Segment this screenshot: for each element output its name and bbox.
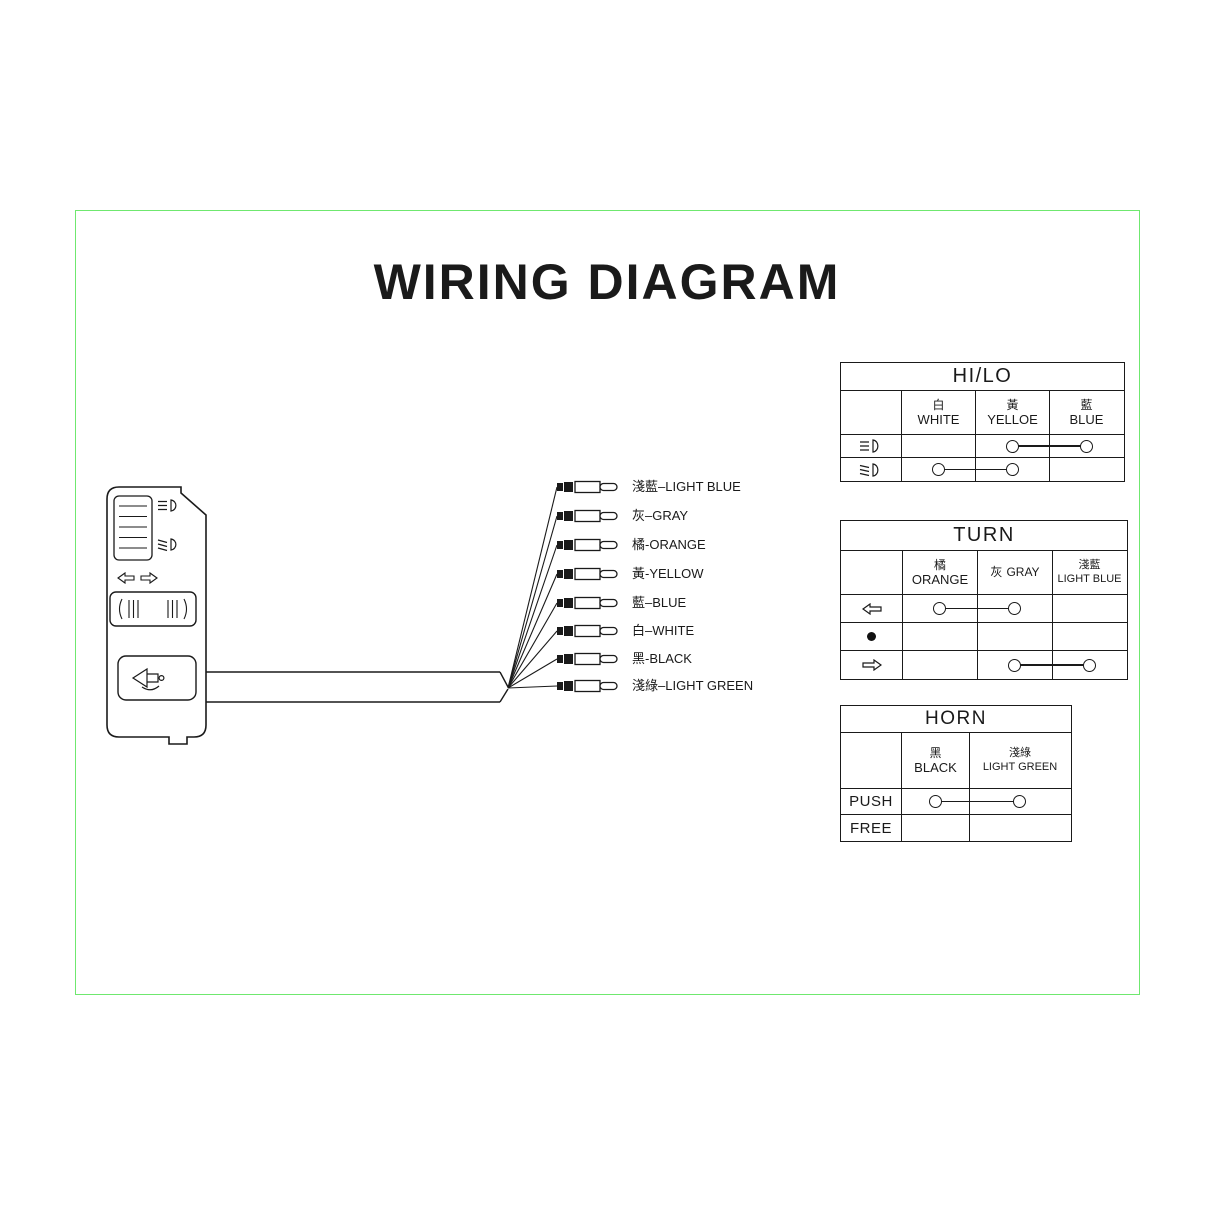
horn-row-free: FREE [841, 815, 1071, 841]
wire-label-yellow: 黃-YELLOW [632, 566, 704, 581]
horn-icon [131, 667, 165, 691]
horn-button [117, 655, 197, 701]
page-title: WIRING DIAGRAM [373, 254, 841, 310]
turn-col-light-blue: 淺藍 LIGHT BLUE [1052, 551, 1126, 594]
hilo-col-yelloe: 黃 YELLOE [975, 391, 1049, 434]
hilo-col-blue: 藍 BLUE [1049, 391, 1123, 434]
cable [206, 671, 509, 703]
turn-arrow-icons [117, 571, 158, 585]
turn-table: TURN 橘 ORANGE 灰 GRAY 淺藍 LIGHT BLUE [840, 520, 1128, 680]
wire-terminals [556, 480, 618, 693]
wire-label-white: 白–WHITE [632, 623, 695, 638]
horn-col-light-green: 淺綠 LIGHT GREEN [969, 733, 1070, 788]
switch-and-wires-art [106, 480, 618, 745]
hilo-col-white: 白 WHITE [901, 391, 975, 434]
wire-label-blue: 藍–BLUE [632, 595, 687, 610]
center-dot-icon [841, 623, 902, 650]
horn-table: HORN 黑 BLACK 淺綠 LIGHT GREEN PUSH [840, 705, 1072, 842]
turn-col-gray: 灰 GRAY [977, 551, 1052, 594]
horn-table-title: HORN [841, 706, 1071, 733]
wire-label-orange: 橘-ORANGE [632, 537, 706, 552]
horn-col-black: 黑 BLACK [901, 733, 969, 788]
left-arrow-icon [117, 571, 135, 585]
right-arrow-icon [841, 651, 902, 679]
turn-row-right [841, 651, 1127, 679]
green-border-frame [75, 210, 1140, 995]
wire-label-gray: 灰–GRAY [632, 508, 689, 523]
turn-table-title: TURN [841, 521, 1127, 551]
wire-fan [507, 486, 558, 689]
hilo-header-empty [841, 391, 901, 434]
high-beam-icon [841, 435, 901, 457]
horn-row-push-label: PUSH [849, 793, 893, 810]
slider-switch-grooves [119, 505, 147, 549]
turn-col-orange: 橘 ORANGE [902, 551, 977, 594]
right-arrow-icon [140, 571, 158, 585]
turn-row-left [841, 595, 1127, 623]
horn-row-push: PUSH [841, 789, 1071, 815]
low-beam-icon [157, 538, 177, 552]
turn-header-empty [841, 551, 902, 594]
hilo-table-title: HI/LO [841, 363, 1124, 391]
wire-label-black: 黑-BLACK [632, 651, 692, 666]
turn-row-center [841, 623, 1127, 651]
slider-switch [113, 495, 153, 561]
wire-label-light-blue: 淺藍–LIGHT BLUE [632, 479, 741, 494]
horn-header-empty [841, 733, 901, 788]
hilo-row-high [841, 435, 1124, 458]
left-arrow-icon [841, 595, 902, 622]
hilo-table: HI/LO 白 WHITE 黃 YELLOE 藍 BLUE [840, 362, 1125, 482]
wire-label-light-green: 淺綠–LIGHT GREEN [632, 678, 754, 693]
horn-row-free-label: FREE [849, 819, 892, 837]
low-beam-icon [841, 458, 901, 481]
switch-body [106, 486, 207, 745]
high-beam-icon [158, 499, 177, 512]
hilo-row-low [841, 458, 1124, 481]
turn-switch [109, 591, 197, 627]
